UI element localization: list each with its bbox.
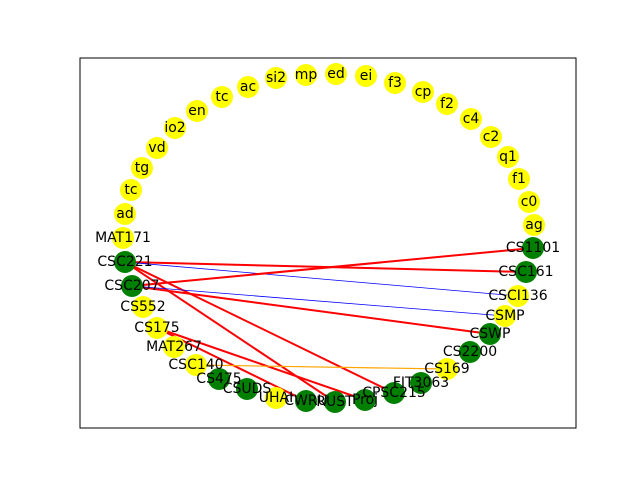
node-label-cp: cp [415,84,432,100]
edge-CSC221-RUST [124,261,336,403]
node-CSC221 [114,251,136,273]
node-mp [295,64,317,86]
node-tg [131,157,153,179]
node-label-CSC140: CSC140 [168,357,223,373]
node-c4 [460,108,482,130]
labels-layer: agc0f1q1c2c4f2cpf3eiedmpsi2actcenio2vdtg… [95,66,560,410]
node-label-FIT3063: FIT3063 [393,375,449,391]
node-ei [355,65,377,87]
node-label-q1: q1 [499,149,517,165]
node-label-CS475: CS475 [196,371,241,387]
node-CS175 [146,317,168,339]
node-label-ac: ac [240,79,256,95]
node-f2 [436,93,458,115]
edges-layer [124,247,534,403]
node-CSMP [494,305,516,327]
edge-CSC207-CSMP [131,285,506,317]
node-vd [146,137,168,159]
node-label-CSCI136: CSCI136 [488,288,547,304]
plot-frame [79,57,577,429]
node-CS552 [132,296,154,318]
node-CS475 [208,368,230,390]
edge-CSC207-CSWP [131,285,491,335]
node-label-tc1: tc [215,89,228,105]
node-f3 [384,72,406,94]
node-CS1101 [522,237,544,259]
node-ac [237,76,259,98]
nodes-layer [112,63,545,413]
node-RUST [324,391,346,413]
node-label-ag: ag [525,217,542,233]
node-label-tg: tg [135,160,149,176]
node-label-f1: f1 [512,171,526,187]
node-label-CS2200: CS2200 [443,344,497,360]
node-si2 [265,67,287,89]
node-label-c4: c4 [463,111,480,127]
node-label-CSUDS: CSUDS [223,381,272,397]
node-MAT267 [163,336,185,358]
node-tc1 [211,86,233,108]
node-CSCI136 [507,285,529,307]
node-label-ed: ed [327,66,345,82]
node-MAT171 [112,227,134,249]
node-cp [412,81,434,103]
node-label-CWRU: CWRU [284,393,328,409]
node-tc2 [120,179,142,201]
node-c2 [480,126,502,148]
node-f1 [508,168,530,190]
node-label-si2: si2 [266,70,286,86]
node-label-io2: io2 [164,120,185,136]
node-label-CSMP: CSMP [485,308,524,324]
node-ed [325,63,347,85]
node-label-CSC207: CSC207 [104,278,159,294]
node-c0 [518,191,540,213]
node-label-MAT267: MAT267 [146,339,202,355]
node-CSUDS [236,378,258,400]
node-label-Proj: Proj [352,392,378,408]
node-label-mp: mp [295,67,318,83]
node-label-vd: vd [148,140,165,156]
node-label-c0: c0 [521,194,538,210]
node-label-CS1101: CS1101 [506,240,560,256]
node-label-c2: c2 [483,129,500,145]
node-label-CSC161: CSC161 [498,264,553,280]
node-CSWP [479,323,501,345]
node-label-MAT171: MAT171 [95,230,151,246]
node-label-CPSC215: CPSC215 [362,385,426,401]
node-label-CS552: CS552 [120,299,165,315]
node-label-ei: ei [360,68,373,84]
node-CPSC215 [383,382,405,404]
node-label-f2: f2 [440,96,454,112]
node-label-CSWP: CSWP [470,326,511,342]
edge-CSC140-CS169 [195,364,448,370]
edge-CS175-Proj [156,327,366,401]
node-label-ad: ad [116,206,133,222]
node-Proj [354,389,376,411]
node-label-CSC221: CSC221 [97,254,152,270]
node-label-RUST: RUST [316,394,354,410]
node-CSC161 [515,261,537,283]
node-CS2200 [459,341,481,363]
edge-CSC221-CSCI136 [124,261,519,297]
node-UHAI [265,387,287,409]
node-label-CS169: CS169 [424,361,469,377]
node-en [186,100,208,122]
edge-CSC221-CPSC215 [124,261,395,394]
node-CWRU [295,390,317,412]
node-label-CS175: CS175 [134,320,179,336]
node-label-tc2: tc [124,182,137,198]
node-io2 [164,117,186,139]
edge-CSC207-CS1101 [131,247,534,287]
node-FIT3063 [410,372,432,394]
node-label-f3: f3 [388,75,402,91]
node-label-en: en [188,103,206,119]
node-ag [523,214,545,236]
node-label-UHAI: UHAI [259,390,293,406]
node-q1 [497,146,519,168]
node-CSC140 [185,354,207,376]
node-CSC207 [121,275,143,297]
node-ad [114,203,136,225]
node-CS169 [436,358,458,380]
